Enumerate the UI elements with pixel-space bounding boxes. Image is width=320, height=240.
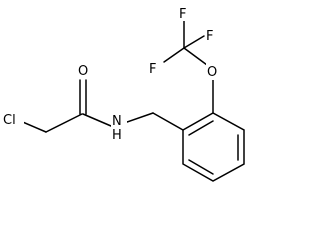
bond-carbonyl-n xyxy=(82,113,112,127)
bond-benzyl-ring xyxy=(152,112,184,131)
benzene-ring xyxy=(182,112,245,182)
bond-n-benzyl xyxy=(126,112,154,123)
atom-o-carbonyl: O xyxy=(78,64,88,79)
bond-o-cf3 xyxy=(183,47,208,66)
atom-o-ether: O xyxy=(207,65,217,80)
bond-c-f-right xyxy=(183,35,205,49)
atom-cl: Cl xyxy=(3,113,16,128)
atom-f-left: F xyxy=(149,62,156,77)
atom-h-amide: H xyxy=(112,128,122,143)
structure-diagram: Cl O N H O F F F xyxy=(2,5,245,182)
atom-f-right: F xyxy=(206,29,213,44)
ring-double-bond-1 xyxy=(188,120,214,136)
atom-n-amide: N xyxy=(112,114,122,129)
ring-double-bond-3 xyxy=(188,159,214,175)
atom-labels: Cl O N H O F F F xyxy=(2,5,220,143)
atom-f-top: F xyxy=(179,7,186,22)
bond-c-f-left xyxy=(163,47,185,63)
bonds xyxy=(17,20,245,182)
structure-svg: Cl O N H O F F F xyxy=(2,5,245,182)
bond-ch2-carbonyl xyxy=(45,113,83,133)
